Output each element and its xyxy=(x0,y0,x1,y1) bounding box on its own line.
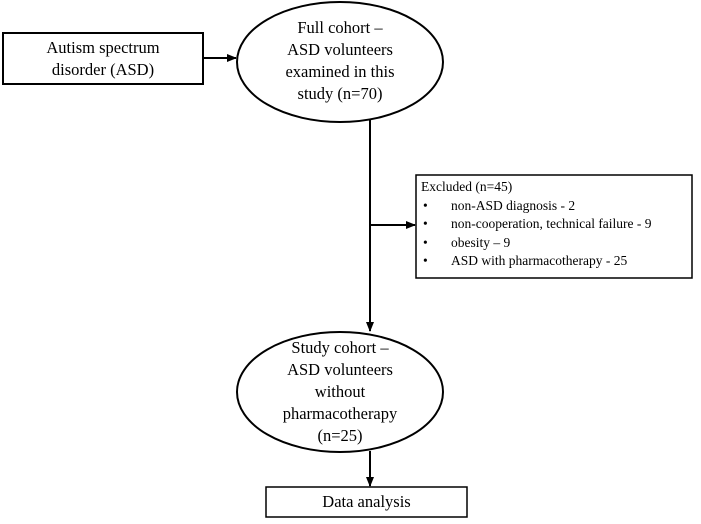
full-cohort-line-3: examined in this xyxy=(285,62,395,81)
asd-source-label: Autism spectrum disorder (ASD) xyxy=(3,37,203,81)
study-cohort-label: Study cohort – ASD volunteers without ph… xyxy=(237,337,443,447)
excluded-list: Excluded (n=45) non-ASD diagnosis - 2 no… xyxy=(421,178,691,271)
full-cohort-line-2: ASD volunteers xyxy=(287,40,393,59)
excluded-item: non-cooperation, technical failure - 9 xyxy=(421,215,691,234)
asd-source-box xyxy=(2,32,204,85)
excluded-item: ASD with pharmacotherapy - 25 xyxy=(421,252,691,271)
asd-source-line-2: disorder (ASD) xyxy=(51,60,155,79)
full-cohort-line-4: study (n=70) xyxy=(297,84,383,103)
asd-source-line-1: Autism spectrum xyxy=(46,38,160,57)
full-cohort-line-1: Full cohort – xyxy=(297,18,383,37)
study-cohort-line-2: ASD volunteers xyxy=(287,360,393,379)
study-cohort-line-1: Study cohort – xyxy=(291,338,389,357)
full-cohort-ellipse xyxy=(236,1,444,123)
excluded-title: Excluded (n=45) xyxy=(421,179,513,194)
study-cohort-line-4: pharmacotherapy xyxy=(282,404,398,423)
data-analysis-box xyxy=(265,486,468,518)
excluded-item: obesity – 9 xyxy=(421,234,691,253)
study-cohort-line-3: without xyxy=(314,382,366,401)
study-cohort-line-5: (n=25) xyxy=(317,426,363,445)
data-analysis-label: Data analysis xyxy=(322,492,411,511)
study-cohort-ellipse xyxy=(236,331,444,453)
excluded-item: non-ASD diagnosis - 2 xyxy=(421,197,691,216)
full-cohort-label: Full cohort – ASD volunteers examined in… xyxy=(237,17,443,105)
